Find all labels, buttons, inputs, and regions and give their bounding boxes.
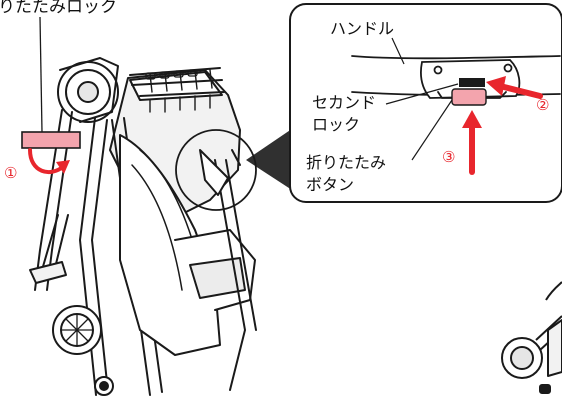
fold-joint-highlight bbox=[175, 129, 257, 211]
arrow-head-step-2 bbox=[486, 76, 506, 96]
step-3-number: ③ bbox=[442, 148, 455, 166]
fold-lock-label: りたたみロック bbox=[0, 0, 117, 17]
second-lock-label-line2: ロック bbox=[312, 115, 360, 134]
stroller-illustration bbox=[29, 57, 257, 396]
handle-label: ハンドル bbox=[330, 19, 394, 38]
curved-arrow-head bbox=[56, 160, 70, 174]
second-lock-part bbox=[459, 78, 485, 87]
curved-arrow-icon bbox=[28, 148, 66, 175]
seat-fabric bbox=[119, 134, 221, 356]
step-1-number: ① bbox=[4, 164, 17, 182]
detail-callout: ハンドル セカンド ロック 折りたたみ ボタン ② ③ bbox=[289, 3, 562, 203]
step-2-number: ② bbox=[536, 96, 549, 114]
fold-lock-leader-line bbox=[39, 16, 43, 133]
second-lock-label-line1: セカンド bbox=[312, 93, 376, 112]
arrow-head-step-3 bbox=[462, 110, 482, 128]
fold-button-label-line2: ボタン bbox=[306, 175, 354, 194]
fold-button-part bbox=[451, 88, 487, 106]
second-lock-leader-line bbox=[385, 83, 459, 105]
fold-button-leader-line bbox=[411, 99, 453, 161]
handle-leader-line bbox=[391, 37, 405, 65]
second-stroller-partial bbox=[501, 281, 562, 394]
fold-button-label-line1: 折りたたみ bbox=[306, 153, 386, 172]
fold-lock-part bbox=[21, 131, 81, 149]
arrow-icon-step-2 bbox=[497, 83, 543, 99]
